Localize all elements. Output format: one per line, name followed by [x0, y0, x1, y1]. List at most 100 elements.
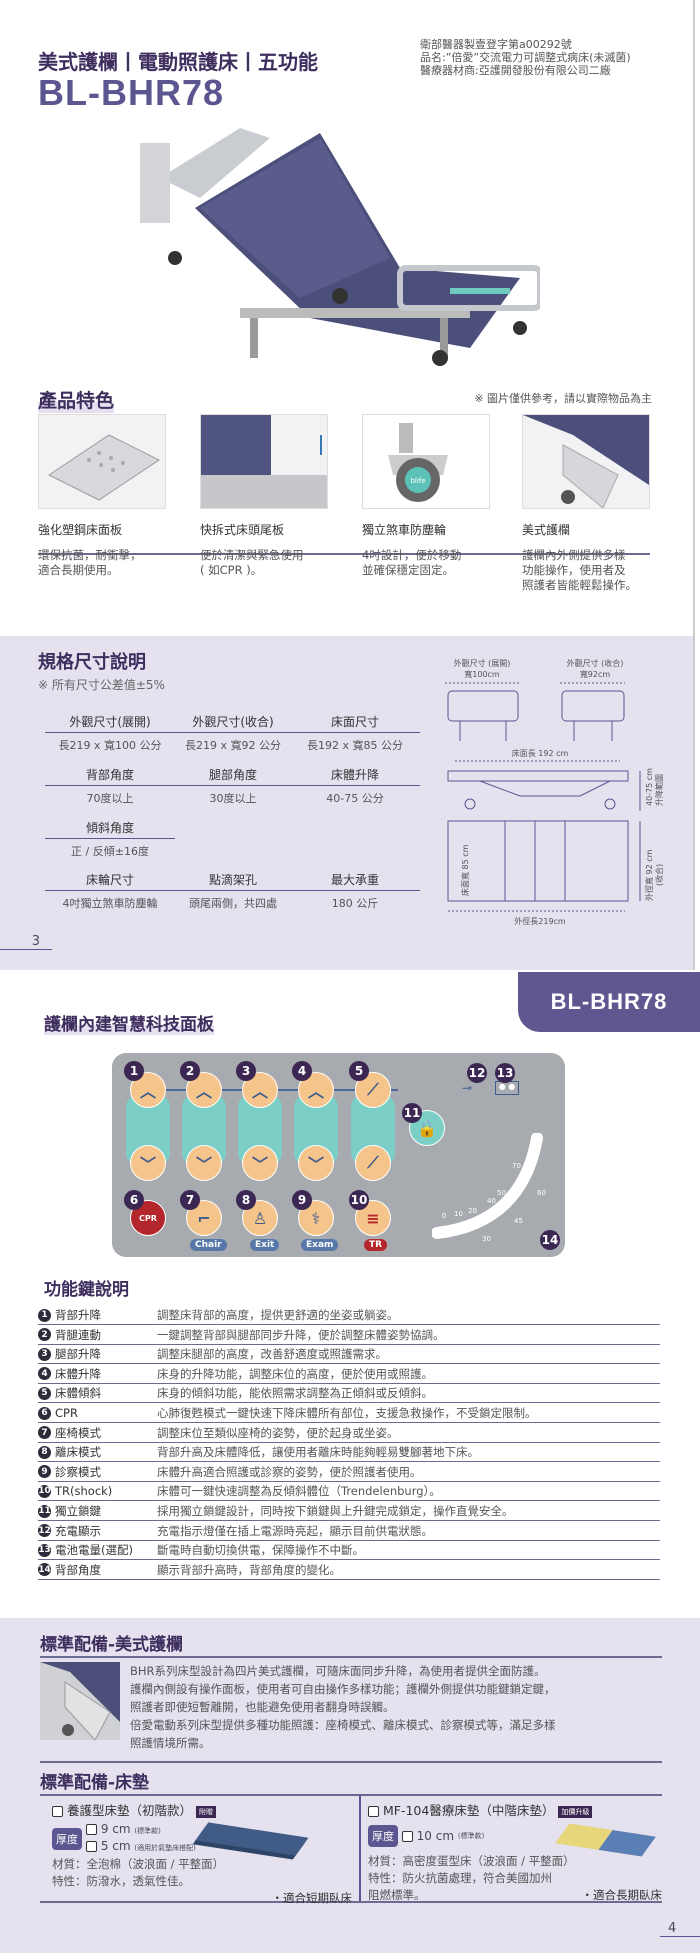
- checkbox[interactable]: [86, 1824, 97, 1835]
- back-up-button[interactable]: ︿: [130, 1072, 166, 1108]
- function-name: 電池電量(選配): [55, 1543, 133, 1558]
- page-number: 4: [660, 1921, 700, 1937]
- svg-text:外徑長219cm: 外徑長219cm: [514, 916, 566, 926]
- callout-number: 12: [467, 1063, 487, 1083]
- model-name: BL-BHR78: [38, 72, 225, 113]
- function-number: 1: [38, 1308, 51, 1322]
- function-desc: 一鍵調整背部與腿部同步升降，便於調整床體姿勢協調。: [157, 1327, 445, 1342]
- svg-text:床面長 192 cm: 床面長 192 cm: [512, 748, 569, 758]
- checkbox[interactable]: [368, 1806, 379, 1817]
- function-number: 5: [38, 1386, 51, 1400]
- dimension-diagram: 外觀尺寸 (展開) 寬100cm 外觀尺寸 (收合) 寬92cm 床面長 192…: [445, 658, 664, 926]
- spec-section: 規格尺寸說明 ※ 所有尺寸公差值±5% 外觀尺寸(展開)長219 x 寬100 …: [0, 636, 693, 970]
- function-number: 2: [38, 1328, 51, 1342]
- svg-text:30: 30: [482, 1235, 491, 1243]
- checkbox[interactable]: [86, 1841, 97, 1852]
- function-row: 13 電池電量(選配) 斷電時自動切換供電，保障操作不中斷。: [38, 1541, 660, 1561]
- svg-text:60: 60: [537, 1189, 546, 1197]
- feature-desc: 環保抗菌，耐衝擊，: [38, 548, 142, 562]
- leg-up-button[interactable]: ︿: [242, 1072, 278, 1108]
- function-number: 10: [38, 1484, 51, 1498]
- svg-text:外觀尺寸 (收合): 外觀尺寸 (收合): [567, 658, 624, 668]
- callout-number: 5: [349, 1061, 369, 1081]
- function-desc: 調整床腿部的高度，改善舒適度或照護需求。: [157, 1347, 387, 1362]
- svg-text:45: 45: [514, 1217, 523, 1225]
- lock-button[interactable]: 🔒: [409, 1110, 445, 1146]
- svg-text:升降範圍: 升降範圍: [654, 774, 664, 806]
- features-title: 產品特色: [38, 386, 115, 413]
- function-name: 診察模式: [55, 1464, 101, 1479]
- function-name: 背部升降: [55, 1308, 101, 1322]
- feature-panel-board: 強化塑鋼床面板 環保抗菌，耐衝擊，適合長期使用。: [38, 414, 168, 578]
- function-number: 11: [38, 1504, 51, 1518]
- back-leg-up-button[interactable]: ︿: [186, 1072, 222, 1108]
- page-number: 3: [0, 934, 52, 950]
- callout-number: 6: [124, 1190, 144, 1210]
- divider: [40, 1761, 662, 1763]
- leg-down-button[interactable]: ﹀: [242, 1145, 278, 1181]
- feature-desc: ( 如CPR )。: [200, 563, 263, 577]
- page-edge: [693, 0, 695, 970]
- svg-text:0: 0: [442, 1212, 446, 1220]
- feature-desc: 便於清潔與緊急使用: [200, 548, 304, 562]
- function-title: 功能鍵說明: [44, 1280, 129, 1300]
- function-number: 7: [38, 1426, 51, 1440]
- chair-label: Chair: [190, 1239, 227, 1251]
- tr-label: TR: [364, 1239, 388, 1251]
- callout-number: 14: [540, 1230, 560, 1250]
- back-leg-down-button[interactable]: ﹀: [186, 1145, 222, 1181]
- function-number: 12: [38, 1524, 51, 1538]
- function-name: 腿部升降: [55, 1347, 101, 1362]
- registration-line: 衛部醫器製壹登字第a00292號: [420, 38, 572, 51]
- function-desc: 斷電時自動切換供電，保障操作不中斷。: [157, 1543, 364, 1558]
- spec-item: 外觀尺寸(展開)長219 x 寬100 公分: [45, 713, 175, 753]
- svg-text:(收合): (收合): [654, 864, 664, 886]
- function-name: 背腿連動: [55, 1327, 101, 1342]
- feature-label: 強化塑鋼床面板: [38, 523, 123, 537]
- back-down-button[interactable]: ﹀: [130, 1145, 166, 1181]
- model-badge: BL-BHR78: [518, 972, 700, 1032]
- thickness-label: 厚度: [52, 1828, 82, 1850]
- bed-up-button[interactable]: ︿: [298, 1072, 334, 1108]
- function-number: 3: [38, 1347, 51, 1361]
- callout-number: 7: [180, 1190, 200, 1210]
- function-name: 背部角度: [55, 1562, 101, 1577]
- svg-text:寬92cm: 寬92cm: [580, 669, 611, 679]
- spec-title: 規格尺寸說明: [38, 652, 146, 673]
- svg-text:70: 70: [512, 1162, 521, 1170]
- function-row: 3 腿部升降 調整床腿部的高度，改善舒適度或照護需求。: [38, 1345, 660, 1365]
- exam-label: Exam: [301, 1239, 339, 1251]
- rail-description: BHR系列床型設計為四片美式護欄，可隨床面同步升降，為使用者提供全面防護。護欄內…: [130, 1664, 556, 1750]
- callout-number: 3: [236, 1061, 256, 1081]
- function-desc: 充電指示燈僅在插上電源時亮起，顯示目前供電狀態。: [157, 1523, 433, 1538]
- checkbox[interactable]: [401, 1830, 413, 1842]
- spec-item: 傾斜角度正 / 反傾±16度: [45, 819, 175, 859]
- svg-text:20: 20: [468, 1207, 477, 1215]
- divider: [40, 1794, 662, 1796]
- bed-down-button[interactable]: ﹀: [298, 1145, 334, 1181]
- feature-desc: 功能操作，使用者及: [522, 563, 626, 577]
- svg-text:寬100cm: 寬100cm: [464, 669, 500, 679]
- checkbox[interactable]: [52, 1806, 63, 1817]
- tilt-reverse-button[interactable]: ⟋: [355, 1145, 391, 1181]
- feature-label: 獨立煞車防塵輪: [362, 523, 447, 537]
- spec-item: 外觀尺寸(收合)長219 x 寬92 公分: [168, 713, 298, 753]
- function-name: 床體升降: [55, 1366, 101, 1381]
- function-desc: 調整床位至類似座椅的姿勢，便於起身或坐姿。: [157, 1425, 399, 1440]
- callout-number: 10: [349, 1190, 369, 1210]
- feature-desc: 適合長期使用。: [38, 563, 119, 577]
- function-number: 13: [38, 1543, 51, 1557]
- feature-side-rail: 美式護欄 護欄內外側提供多樣功能操作，使用者及照護者皆能輕鬆操作。: [522, 414, 652, 593]
- panel-title: 護欄內建智慧科技面板: [44, 1010, 214, 1035]
- caster-logo: blife: [410, 477, 425, 485]
